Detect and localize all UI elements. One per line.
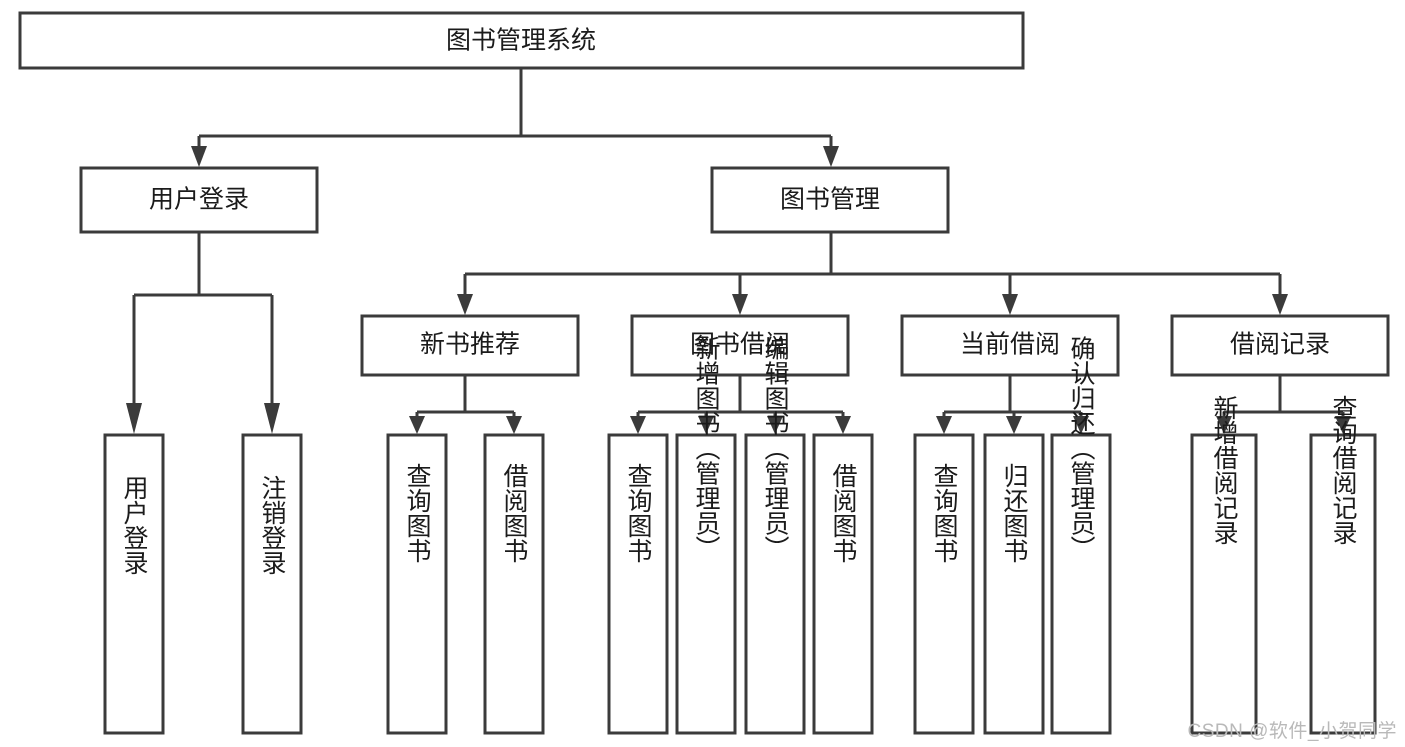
new-book-recommend-label: 新书推荐 xyxy=(420,331,520,359)
borrow-record-label: 借阅记录 xyxy=(1230,331,1330,359)
leaf-query-book-c-label: 查询图书 xyxy=(930,463,959,563)
arrow-to-leaf-query-book-c xyxy=(936,416,952,434)
arrow-to-leaf-user-login xyxy=(126,403,142,434)
leaf-query-book-a-label: 查询图书 xyxy=(403,463,432,563)
arrow-to-leaf-query-record xyxy=(1335,416,1351,434)
node-borrow-record[interactable]: 借阅记录 xyxy=(1170,314,1390,377)
arrow-to-leaf-query-book-a xyxy=(409,416,425,434)
leaf-node-edit-book[interactable]: 编辑图书（管理员） xyxy=(744,336,806,735)
arrow-to-leaf-query-book-b xyxy=(630,416,646,434)
arrow-to-user-login xyxy=(191,146,207,167)
new-book-recommend-box[interactable] xyxy=(360,314,580,377)
edges-new-book-recommend-to-children xyxy=(409,376,522,434)
leaf-node-query-record[interactable]: 查询借阅记录 xyxy=(1309,395,1377,735)
leaf-node-borrow-book-b[interactable]: 借阅图书 xyxy=(812,433,874,735)
arrow-to-current-borrow xyxy=(1002,294,1018,315)
leaf-add-record-box[interactable] xyxy=(1190,433,1258,735)
leaf-query-record-box[interactable] xyxy=(1309,433,1377,735)
leaf-query-book-b-box[interactable] xyxy=(607,433,669,735)
leaf-node-query-book-b[interactable]: 查询图书 xyxy=(607,433,669,735)
leaf-borrow-book-b-box[interactable] xyxy=(812,433,874,735)
arrow-to-leaf-borrow-book-a xyxy=(506,416,522,434)
arrow-to-leaf-add-record xyxy=(1216,416,1232,434)
arrow-to-new-book-recommend xyxy=(457,294,473,315)
user-login-label: 用户登录 xyxy=(149,186,249,214)
leaf-node-add-record[interactable]: 新增借阅记录 xyxy=(1190,395,1258,735)
current-borrow-label: 当前借阅 xyxy=(960,331,1060,359)
leaf-query-book-b-label: 查询图书 xyxy=(624,463,653,563)
edges-book-borrow-to-children xyxy=(630,376,851,434)
leaf-confirm-return-box[interactable] xyxy=(1050,433,1112,735)
leaf-node-query-book-a[interactable]: 查询图书 xyxy=(386,433,448,735)
arrow-to-leaf-add-book xyxy=(698,416,714,434)
node-root-book-management-system[interactable]: 图书管理系统 xyxy=(18,11,1025,70)
leaf-add-record-label: 新增借阅记录 xyxy=(1210,395,1239,545)
edges-borrow-record-to-children xyxy=(1216,376,1351,434)
edges-current-borrow-to-children xyxy=(936,376,1089,434)
node-new-book-recommend[interactable]: 新书推荐 xyxy=(360,314,580,377)
leaf-user-login-label: 用户登录 xyxy=(120,475,149,575)
leaf-edit-book-box[interactable] xyxy=(744,433,806,735)
arrow-to-leaf-confirm-return xyxy=(1073,416,1089,434)
edges-root-to-level2 xyxy=(191,69,839,167)
node-current-borrow[interactable]: 当前借阅 xyxy=(900,314,1120,377)
leaf-node-user-login[interactable]: 用户登录 xyxy=(103,433,165,735)
node-book-borrow[interactable]: 图书借阅 xyxy=(630,314,850,377)
leaf-add-book-label: 新增图书（管理员） xyxy=(692,336,721,561)
leaf-node-return-book[interactable]: 归还图书 xyxy=(983,433,1045,735)
arrow-to-leaf-borrow-book-b xyxy=(835,416,851,434)
arrow-to-leaf-return-book xyxy=(1006,416,1022,434)
leaf-logout-box[interactable] xyxy=(241,433,303,735)
leaf-query-book-c-box[interactable] xyxy=(913,433,975,735)
leaf-query-book-a-box[interactable] xyxy=(386,433,448,735)
leaf-edit-book-label: 编辑图书（管理员） xyxy=(761,336,790,561)
edges-user-login-to-children xyxy=(126,233,280,434)
arrow-to-borrow-record xyxy=(1272,294,1288,315)
leaf-borrow-book-a-box[interactable] xyxy=(483,433,545,735)
borrow-record-box[interactable] xyxy=(1170,314,1390,377)
book-borrow-label: 图书借阅 xyxy=(690,331,790,359)
leaf-add-book-box[interactable] xyxy=(675,433,737,735)
leaf-logout-label: 注销登录 xyxy=(258,475,287,575)
node-user-login[interactable]: 用户登录 xyxy=(79,166,319,234)
arrow-to-leaf-logout xyxy=(264,403,280,434)
arrow-to-book-borrow xyxy=(732,294,748,315)
leaf-node-confirm-return[interactable]: 确认归还（管理员） xyxy=(1050,336,1112,735)
leaf-node-borrow-book-a[interactable]: 借阅图书 xyxy=(483,433,545,735)
book-management-label: 图书管理 xyxy=(780,186,880,214)
leaf-node-add-book[interactable]: 新增图书（管理员） xyxy=(675,336,737,735)
csdn-watermark: CSDN @软件_小贺同学 xyxy=(1187,721,1397,742)
root-label: 图书管理系统 xyxy=(446,27,596,55)
book-management-box[interactable] xyxy=(710,166,950,234)
root-box[interactable] xyxy=(18,11,1025,70)
arrow-to-leaf-edit-book xyxy=(767,416,783,434)
current-borrow-box[interactable] xyxy=(900,314,1120,377)
user-login-box[interactable] xyxy=(79,166,319,234)
leaf-user-login-box[interactable] xyxy=(103,433,165,735)
leaf-query-record-label: 查询借阅记录 xyxy=(1329,395,1358,545)
arrow-to-book-management xyxy=(823,146,839,167)
leaf-node-query-book-c[interactable]: 查询图书 xyxy=(913,433,975,735)
leaf-borrow-book-a-label: 借阅图书 xyxy=(500,463,529,563)
node-book-management[interactable]: 图书管理 xyxy=(710,166,950,234)
leaf-return-book-box[interactable] xyxy=(983,433,1045,735)
leaf-confirm-return-label: 确认归还（管理员） xyxy=(1067,336,1096,561)
leaf-return-book-label: 归还图书 xyxy=(1000,463,1029,563)
leaf-node-logout[interactable]: 注销登录 xyxy=(241,433,303,735)
book-borrow-box[interactable] xyxy=(630,314,850,377)
leaf-borrow-book-b-label: 借阅图书 xyxy=(829,463,858,563)
edges-book-management-to-level3 xyxy=(457,233,1288,315)
